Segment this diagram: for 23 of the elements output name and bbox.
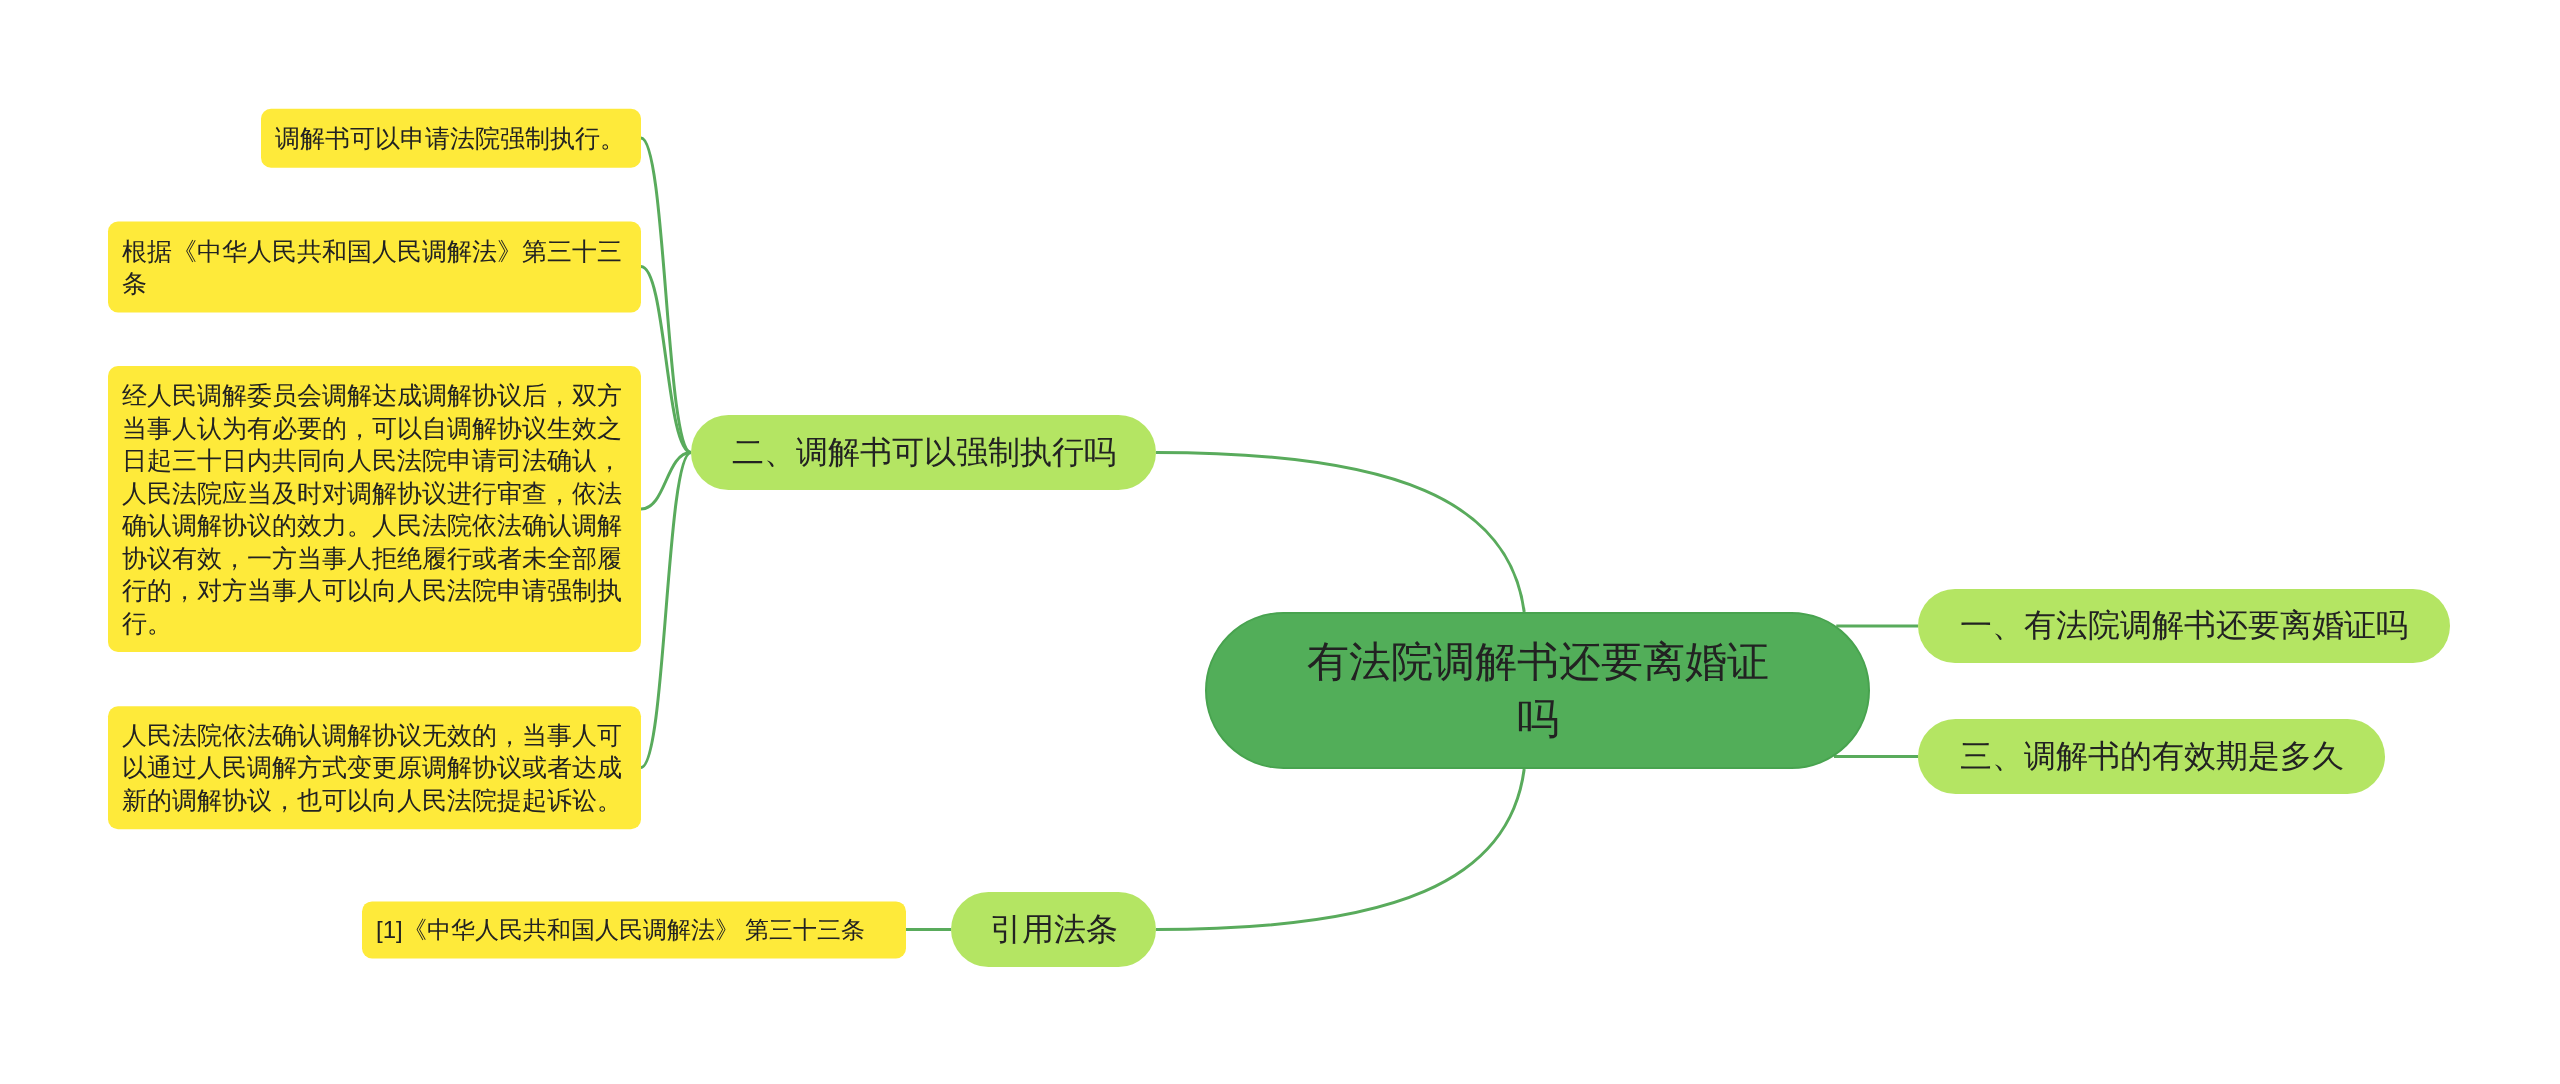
- connector-line: [1836, 624, 1918, 628]
- connector-line: [1834, 755, 1918, 758]
- connector-line: [639, 451, 693, 769]
- note-text: 根据《中华人民共和国人民调解法》第三十三条: [122, 235, 623, 299]
- note-text: [1]《中华人民共和国人民调解法》 第三十三条: [376, 914, 866, 945]
- note-card: [108, 705, 641, 830]
- topic-label: 引用法条: [989, 909, 1118, 949]
- connector-line: [1155, 451, 1526, 613]
- topic-label: 二、调解书可以强制执行吗: [731, 432, 1116, 472]
- note-card: [108, 221, 641, 312]
- connector-line: [639, 136, 693, 454]
- topic-label: 三、调解书的有效期是多久: [1959, 736, 2344, 776]
- topic-label: 一、有法院调解书还要离婚证吗: [1960, 606, 2408, 645]
- note-text: 经人民调解委员会调解达成调解协议后，双方当事人认为有必要的，可以自调解协议生效之日起三十日内共同向人民法院申请司法确认，人民法院应当及时对调解协议进行审查，依法确认调解协议的效力。人民法院依法确认调解协议有效，一方当事人拒绝履行或者未全部履行的，对方当事人可以向人民法院申请强制执行。: [122, 380, 623, 639]
- connector-line: [640, 265, 692, 454]
- connector-line: [906, 928, 951, 931]
- note-card: [362, 900, 906, 959]
- note-text: 人民法院依法确认调解协议无效的，当事人可以通过人民调解方式变更原调解协议或者达成新的调解协议，也可以向人民法院提起诉讼。: [122, 719, 623, 816]
- connector-line: [1155, 768, 1526, 931]
- central-topic-text: 有法院调解书还要离婚证吗: [1305, 636, 1770, 744]
- connector-line: [640, 451, 692, 511]
- note-card: [261, 108, 641, 168]
- note-text: 调解书可以申请法院强制执行。: [275, 122, 625, 154]
